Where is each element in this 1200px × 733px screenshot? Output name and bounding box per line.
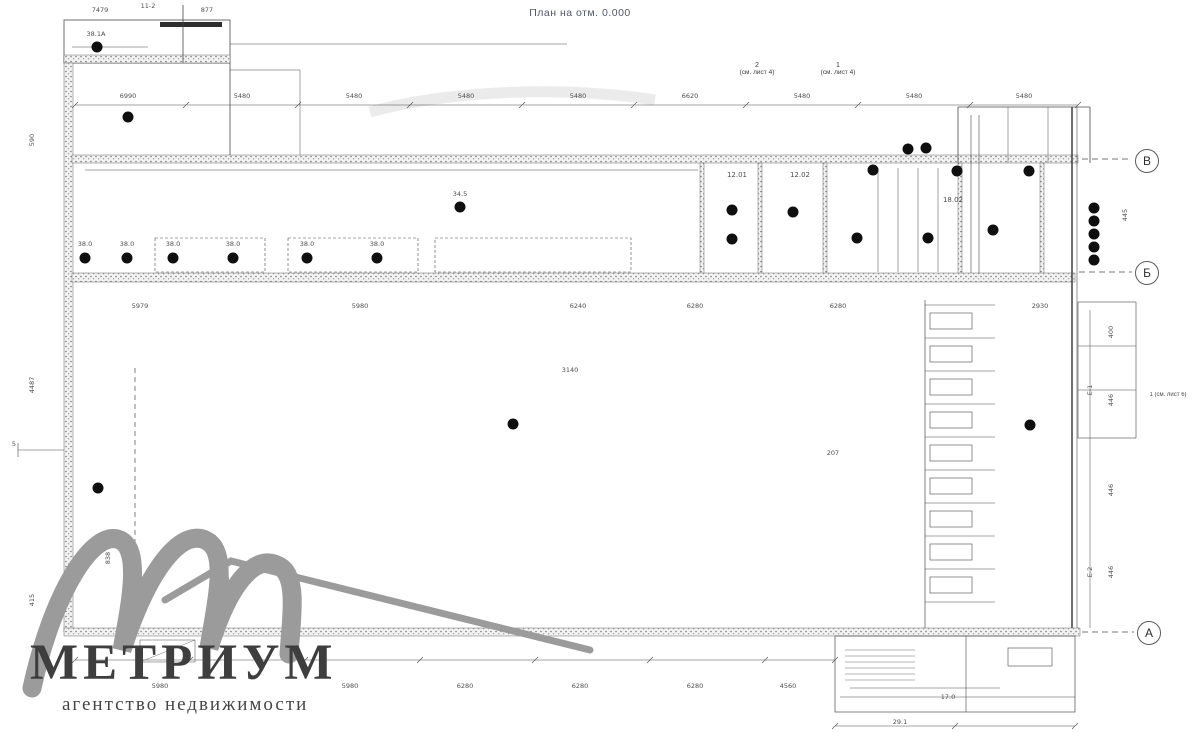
dimension-labels: 6990 5480 5480 5480 5480 6620 5480 5480 5480 7479… [12, 2, 1129, 726]
svg-text:38.0: 38.0 [120, 240, 134, 248]
svg-text:5980: 5980 [152, 682, 169, 690]
sheet-note-side: 1 (см. лист 6) [1138, 392, 1198, 398]
svg-text:4487: 4487 [28, 377, 36, 394]
watermark-tagline: агентство недвижимости [62, 694, 309, 715]
svg-text:5: 5 [12, 440, 16, 448]
sheet-note-side-number: 1 [1149, 392, 1153, 398]
svg-text:17.0: 17.0 [941, 693, 955, 701]
svg-text:6280: 6280 [457, 682, 474, 690]
svg-text:38.0: 38.0 [166, 240, 180, 248]
svg-text:18.02: 18.02 [943, 196, 963, 204]
plan-lines [17, 5, 1137, 730]
watermark-brand-name: МЕТРИУМ [30, 635, 338, 691]
svg-text:5480: 5480 [570, 92, 587, 100]
svg-text:445: 445 [1121, 209, 1129, 221]
svg-text:207: 207 [827, 449, 839, 457]
svg-text:446: 446 [1107, 394, 1115, 406]
drawing-title: План на отм. 0.000 [529, 7, 631, 19]
watermark-logo-graphic [22, 528, 594, 698]
sheet-note-1-text: (см. лист 4) [820, 69, 856, 76]
svg-text:38.0: 38.0 [226, 240, 240, 248]
svg-text:6280: 6280 [687, 682, 704, 690]
svg-text:5480: 5480 [346, 92, 363, 100]
logo-house-roof [161, 557, 594, 654]
svg-text:11-2: 11-2 [141, 2, 156, 10]
svg-text:12.01: 12.01 [727, 171, 747, 179]
svg-text:5480: 5480 [1016, 92, 1033, 100]
axis-bubble-v: В [1135, 149, 1159, 173]
svg-text:6620: 6620 [682, 92, 699, 100]
axis-bubble-a: А [1137, 621, 1161, 645]
faint-watermark-swoosh [368, 86, 656, 118]
svg-text:5480: 5480 [458, 92, 475, 100]
svg-text:446: 446 [1107, 484, 1115, 496]
svg-text:38.0: 38.0 [78, 240, 92, 248]
svg-text:5480: 5480 [794, 92, 811, 100]
svg-text:5979: 5979 [132, 302, 149, 310]
sheet-note-1: 1 (см. лист 4) [793, 62, 883, 77]
svg-text:415: 415 [28, 594, 36, 606]
svg-text:5980: 5980 [352, 302, 369, 310]
sheet-note-1-number: 1 [836, 62, 840, 69]
logo-house-window [222, 577, 239, 594]
svg-text:446: 446 [1107, 566, 1115, 578]
svg-text:5980: 5980 [342, 682, 359, 690]
svg-text:6990: 6990 [120, 92, 137, 100]
svg-text:12.02: 12.02 [790, 171, 810, 179]
svg-text:6280: 6280 [572, 682, 589, 690]
axis-label-b: Б [1143, 266, 1151, 280]
sheet-note-side-text: (см. лист 6) [1154, 392, 1187, 398]
svg-text:877: 877 [201, 6, 213, 14]
logo-m-swoosh [22, 528, 302, 698]
structural-columns [79, 41, 1100, 494]
svg-text:6240: 6240 [570, 302, 587, 310]
svg-text:2930: 2930 [1032, 302, 1049, 310]
svg-text:590: 590 [28, 134, 36, 146]
svg-text:38.0: 38.0 [370, 240, 384, 248]
axis-bubble-b: Б [1135, 261, 1159, 285]
svg-text:38.0: 38.0 [300, 240, 314, 248]
svg-text:838: 838 [104, 552, 112, 564]
svg-text:34.5: 34.5 [453, 190, 467, 198]
sheet-note-2-text: (см. лист 4) [739, 69, 775, 76]
axis-label-a: А [1144, 626, 1153, 640]
svg-text:5480: 5480 [234, 92, 251, 100]
stall-row [925, 304, 995, 603]
svg-text:4560: 4560 [780, 682, 797, 690]
svg-text:5480: 5480 [906, 92, 923, 100]
svg-text:Е-1: Е-1 [1086, 385, 1094, 396]
svg-text:29.1: 29.1 [893, 718, 907, 726]
sheet-note-2: 2 (см. лист 4) [712, 62, 802, 77]
svg-text:3140: 3140 [562, 366, 579, 374]
svg-text:7479: 7479 [92, 6, 109, 14]
svg-text:6280: 6280 [687, 302, 704, 310]
sheet-note-2-number: 2 [755, 62, 759, 69]
svg-text:6280: 6280 [830, 302, 847, 310]
svg-text:38.1А: 38.1А [87, 30, 106, 38]
svg-text:Е-2: Е-2 [1086, 567, 1094, 578]
svg-text:400: 400 [1107, 326, 1115, 338]
axis-label-v: В [1142, 154, 1151, 168]
